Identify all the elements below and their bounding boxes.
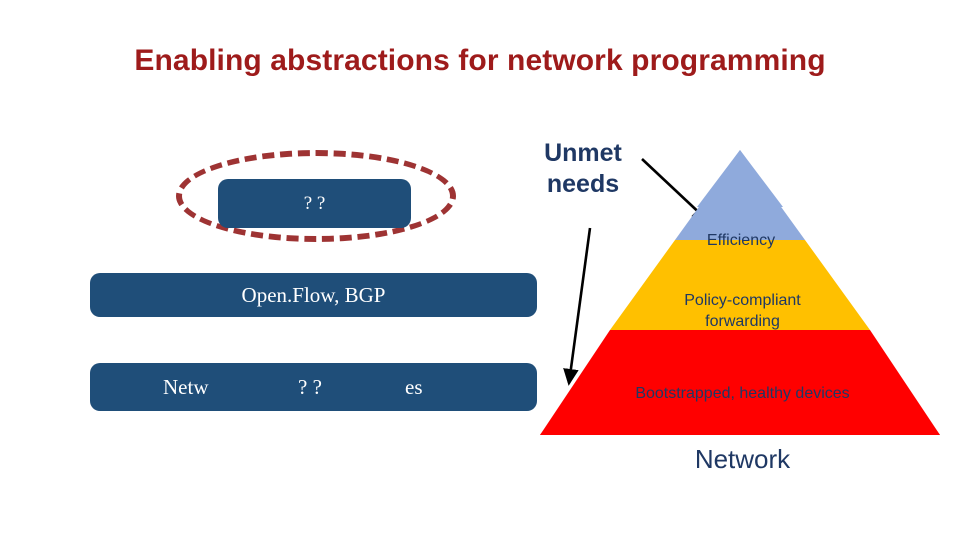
abstraction-bar-top: ? ?	[218, 179, 411, 228]
abstraction-bar-bottom: Netw ? ? es	[90, 363, 537, 411]
pyramid-caption-network: Network	[694, 444, 791, 474]
bar-bottom-segment-1: Netw	[163, 374, 209, 399]
pyramid-tier-policy-body	[610, 240, 870, 330]
unmet-needs-line-1: Unmet	[544, 139, 622, 167]
dashed-ellipse-highlight	[176, 150, 456, 242]
pyramid-label-bootstrapped: Bootstrapped, healthy devices	[635, 385, 850, 402]
pyramid-tier-efficiency-body	[675, 150, 805, 240]
bar-bottom-segment-3: es	[405, 374, 423, 399]
page-title: Enabling abstractions for network progra…	[134, 44, 826, 77]
pyramid-label-efficiency: Efficiency	[706, 232, 776, 249]
unmet-needs-line-2: needs	[546, 169, 620, 198]
maslow-pyramid	[540, 150, 940, 435]
abstraction-bar-middle: Open.Flow, BGP	[90, 273, 537, 317]
bar-bottom-segment-2: ? ?	[298, 374, 322, 399]
pyramid-label-policy-line-1: Policy-compliant	[684, 292, 801, 309]
pyramid-label-policy-line-2: forwarding	[705, 312, 780, 330]
pyramid-tier-bootstrapped-body	[540, 330, 940, 435]
pyramid-label-policy: Policy-compliant forwarding	[620, 291, 865, 333]
unmet-needs-label: Unmet needs	[509, 138, 657, 199]
